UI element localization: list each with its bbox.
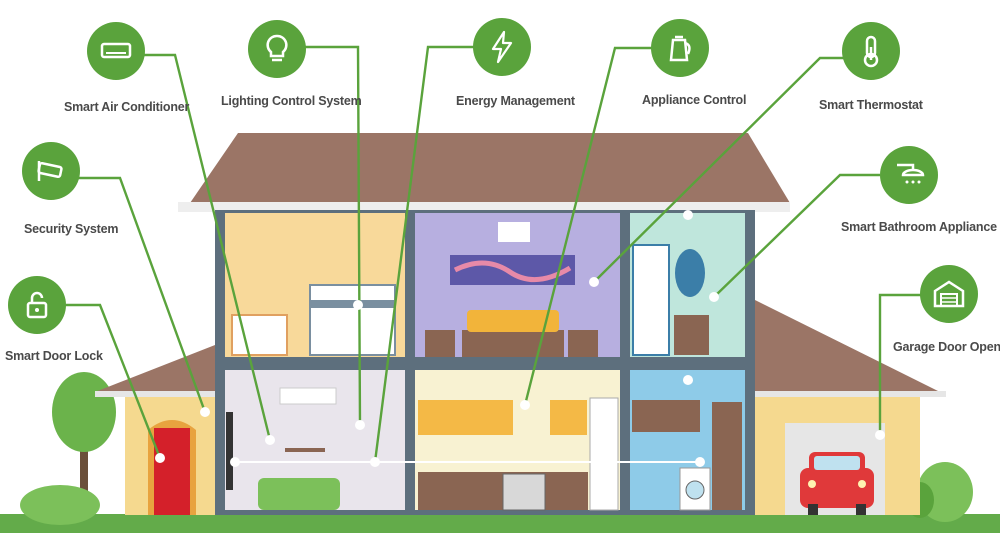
connector-ac: [142, 53, 272, 441]
padlock-icon: [8, 276, 66, 334]
left-wing-eave: [95, 391, 217, 397]
lightning-bolt-icon: [473, 18, 531, 76]
garage-icon: [920, 265, 978, 323]
shower-head-icon: [880, 146, 938, 204]
nightstand-right: [568, 330, 598, 357]
bunk-bed: [309, 284, 396, 356]
laundry-cabinets: [632, 400, 700, 432]
label-appliance: Appliance Control: [642, 93, 747, 107]
oven: [502, 473, 546, 511]
thermometer-icon: [842, 22, 900, 80]
label-lighting: Lighting Control System: [221, 94, 362, 108]
upper-cabinets: [418, 400, 513, 435]
ceiling-light-bedroom: [498, 222, 530, 242]
bed: [462, 330, 564, 357]
connector-security: [78, 176, 207, 413]
nightstand-left: [425, 330, 455, 357]
connector-thermostat: [593, 56, 845, 283]
label-thermostat: Smart Thermostat: [819, 98, 923, 112]
label-garage: Garage Door Opener: [893, 340, 1000, 354]
label-security: Security System: [24, 222, 119, 236]
main-roof: [190, 133, 790, 203]
label-energy: Energy Management: [456, 94, 575, 108]
bed-blanket: [467, 310, 559, 332]
main-roof-eave: [178, 202, 790, 212]
kettle-icon: [651, 19, 709, 77]
ground: [0, 514, 1000, 533]
label-ac: Smart Air Conditioner: [64, 100, 190, 114]
interior-pointers: [155, 210, 885, 467]
front-door: [154, 428, 190, 515]
kids-desk: [231, 314, 288, 356]
light-bulb-icon: [248, 20, 306, 78]
right-wing-eave: [752, 391, 946, 397]
connector-bathroom: [713, 173, 880, 298]
air-conditioner-unit: [279, 387, 337, 405]
laundry-shelves: [712, 402, 742, 510]
upper-cabinets-right: [550, 400, 587, 435]
connector-lighting: [305, 45, 362, 426]
sofa: [258, 478, 340, 510]
label-bathroom: Smart Bathroom Appliance: [841, 220, 997, 234]
connector-doorlock: [65, 303, 162, 459]
bathroom-cabinet: [674, 315, 709, 355]
label-doorlock: Smart Door Lock: [5, 349, 103, 363]
air-conditioner-icon: [87, 22, 145, 80]
right-wing-roof: [755, 300, 940, 392]
bedroom-painting: [450, 255, 575, 285]
washing-machine-door: [685, 480, 705, 500]
red-car: [800, 452, 874, 515]
tv: [226, 412, 233, 490]
living-wall-shelf: [285, 448, 325, 452]
painting-wave: [453, 260, 572, 283]
shower-cabin: [632, 244, 670, 356]
left-bush: [20, 485, 100, 525]
bunk-bed-upper: [310, 300, 395, 308]
refrigerator: [589, 397, 619, 511]
connector-appliance: [523, 46, 655, 406]
security-camera-icon: [22, 142, 80, 200]
left-wing-roof: [95, 345, 215, 392]
bathroom-mirror: [675, 249, 705, 297]
connector-garage: [878, 293, 922, 435]
